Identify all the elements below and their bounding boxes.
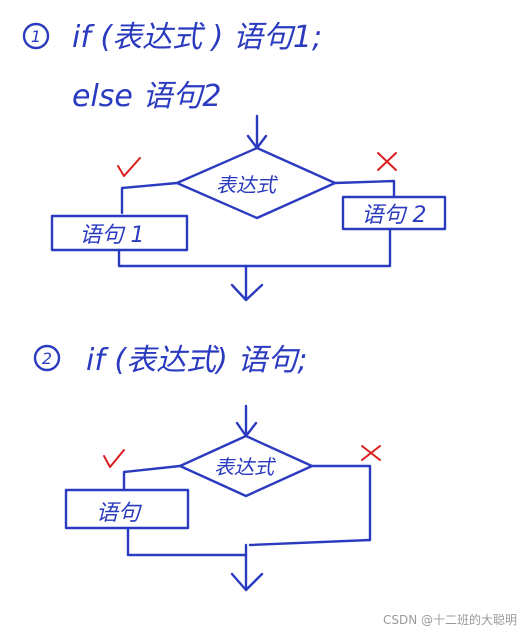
form2-decision-diamond bbox=[178, 434, 314, 498]
form1-flowchart: 表达式 语句 1 语句 2 bbox=[50, 114, 447, 302]
form1-false-cross-icon bbox=[377, 152, 397, 171]
form1-statement2-label: 语句 2 bbox=[362, 203, 427, 228]
form1-condition-label: 表达式 bbox=[216, 173, 279, 197]
form1-number-circle bbox=[22, 22, 50, 50]
form2-number-circle bbox=[33, 344, 61, 372]
form2-false-merge-line bbox=[248, 538, 372, 547]
form2-heading: 2 if (表达式) 语句; bbox=[33, 343, 307, 378]
form2-true-merge-line bbox=[126, 526, 248, 557]
form2-flowchart: 表达式 语句 bbox=[64, 404, 381, 592]
form2-false-cross-icon bbox=[361, 445, 381, 461]
form1-code-line2: else 语句2 bbox=[72, 79, 222, 114]
form1-statement2-box bbox=[341, 195, 447, 231]
form2-condition-label: 表达式 bbox=[214, 455, 277, 479]
form2-code-line1: if (表达式) 语句; bbox=[86, 343, 307, 378]
form1-code-line1: if (表达式 ) 语句1; bbox=[72, 20, 322, 55]
form1-decision-diamond bbox=[175, 146, 337, 220]
form1-false-branch-line bbox=[333, 179, 396, 199]
form1-heading: 1 if (表达式 ) 语句1; else 语句2 bbox=[22, 20, 322, 114]
form1-true-check-icon bbox=[117, 157, 141, 177]
form2-exit-arrowhead bbox=[230, 572, 264, 592]
form2-false-branch-line bbox=[310, 464, 372, 542]
form2-true-branch-line bbox=[122, 464, 182, 492]
watermark: CSDN @十二班的大聪明 bbox=[382, 613, 517, 627]
form2-statement-label: 语句 bbox=[96, 501, 143, 526]
form1-merge-line bbox=[117, 227, 392, 268]
form2-number: 2 bbox=[42, 349, 52, 368]
form1-true-branch-line bbox=[120, 181, 179, 215]
form1-exit-arrowhead bbox=[230, 283, 264, 302]
form1-statement1-label: 语句 1 bbox=[80, 223, 145, 248]
form1-number: 1 bbox=[31, 27, 41, 46]
form2-true-check-icon bbox=[103, 449, 125, 468]
